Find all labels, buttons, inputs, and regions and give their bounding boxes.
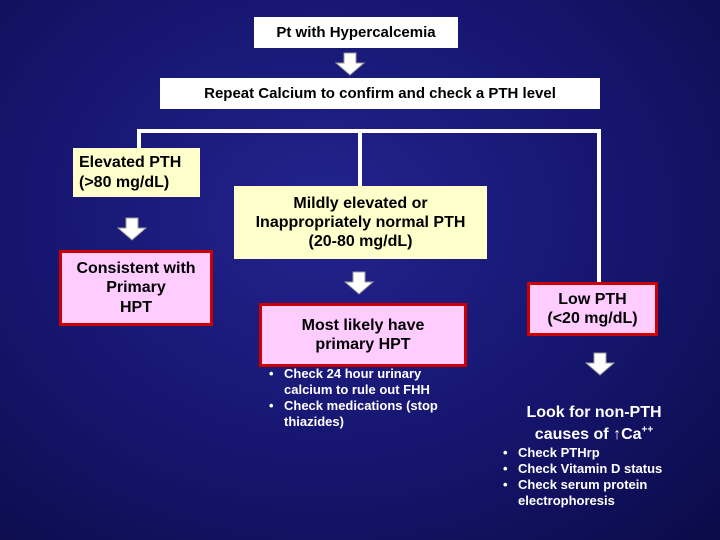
- non-pth-heading-line-2: causes of ↑Ca++: [500, 424, 688, 446]
- list-item: Check PTHrp: [499, 445, 699, 461]
- arrow-down-icon: [335, 52, 365, 76]
- low-pth-box: Low PTH (<20 mg/dL): [527, 282, 658, 336]
- list-item: Check 24 hour urinary calcium to rule ou…: [265, 366, 455, 398]
- connector-left: [137, 129, 141, 149]
- non-pth-heading: Look for non-PTH causes of ↑Ca++: [500, 402, 688, 446]
- repeat-calcium-box: Repeat Calcium to confirm and check a PT…: [160, 78, 600, 109]
- non-pth-checklist: Check PTHrp Check Vitamin D status Check…: [499, 445, 699, 509]
- mildly-elevated-box: Mildly elevated or Inappropriately norma…: [234, 186, 487, 259]
- most-likely-line-2: primary HPT: [315, 336, 411, 353]
- most-likely-text: Most likely have primary HPT: [302, 316, 425, 354]
- non-pth-prefix: causes of: [534, 426, 609, 443]
- elevated-pth-text: Elevated PTH (>80 mg/dL): [79, 153, 181, 191]
- mildly-elevated-line-1: Mildly elevated or: [293, 194, 428, 212]
- repeat-calcium-label: Repeat Calcium to confirm and check a PT…: [204, 84, 556, 102]
- mildly-elevated-text: Mildly elevated or Inappropriately norma…: [256, 194, 466, 252]
- up-arrow-icon: ↑: [613, 426, 622, 443]
- connector-right: [597, 129, 601, 282]
- consistent-hpt-box: Consistent with Primary HPT: [59, 250, 213, 326]
- most-likely-box: Most likely have primary HPT: [259, 303, 467, 367]
- arrow-down-icon: [344, 271, 374, 295]
- hypercalcemia-box: Pt with Hypercalcemia: [254, 17, 458, 48]
- consistent-hpt-line-2: Primary: [106, 279, 166, 297]
- connector-middle: [358, 129, 362, 186]
- consistent-hpt-text: Consistent with Primary HPT: [76, 259, 195, 317]
- elevated-pth-box: Elevated PTH (>80 mg/dL): [73, 148, 200, 197]
- calcium-symbol: Ca: [621, 426, 642, 443]
- low-pth-line-1: Low PTH: [558, 290, 627, 308]
- elevated-pth-line-1: Elevated PTH: [79, 154, 182, 172]
- consistent-hpt-line-1: Consistent with: [76, 260, 196, 278]
- non-pth-heading-line-1: Look for non-PTH: [526, 404, 662, 421]
- mildly-elevated-line-3: (20-80 mg/dL): [308, 233, 413, 251]
- mildly-elevated-line-2: Inappropriately normal PTH: [255, 213, 466, 231]
- elevated-pth-line-2: (>80 mg/dL): [79, 173, 170, 191]
- list-item: Check Vitamin D status: [499, 461, 699, 477]
- most-likely-line-1: Most likely have: [301, 316, 425, 334]
- hypercalcemia-label: Pt with Hypercalcemia: [276, 23, 436, 41]
- list-item: Check medications (stop thiazides): [265, 398, 455, 430]
- calcium-charge: ++: [641, 424, 654, 436]
- list-item: Check serum protein electrophoresis: [499, 477, 699, 509]
- primary-hpt-checklist: Check 24 hour urinary calcium to rule ou…: [265, 366, 455, 430]
- low-pth-text: Low PTH (<20 mg/dL): [547, 290, 637, 328]
- connector-top: [138, 129, 600, 133]
- consistent-hpt-line-3: HPT: [119, 298, 152, 316]
- low-pth-line-2: (<20 mg/dL): [547, 310, 638, 327]
- arrow-down-icon: [117, 217, 147, 241]
- arrow-down-icon: [585, 352, 615, 376]
